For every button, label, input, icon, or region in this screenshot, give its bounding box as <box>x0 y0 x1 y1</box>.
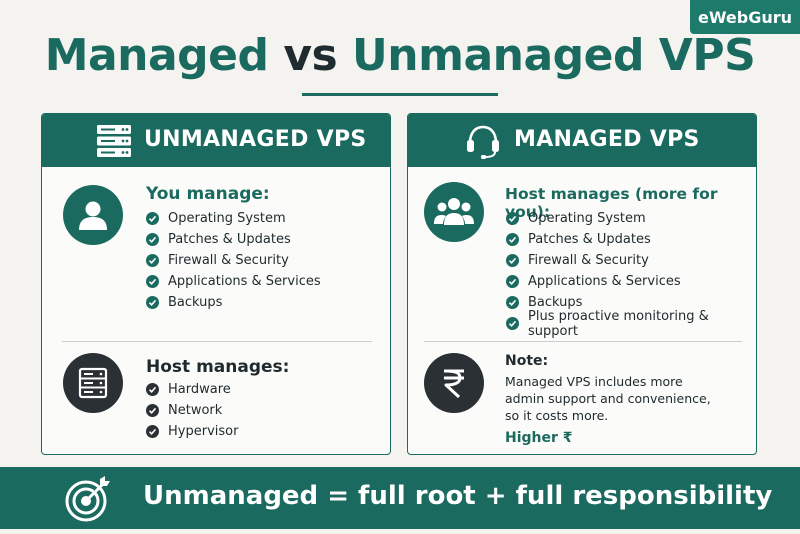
host-manages-list: Hardware Network Hypervisor <box>146 379 238 442</box>
headset-icon <box>464 122 502 166</box>
list-item-label: Applications & Services <box>528 274 681 289</box>
check-icon <box>146 212 159 225</box>
bottom-banner: Unmanaged = full root + full responsibil… <box>0 467 800 529</box>
unmanaged-panel-header: UNMANAGED VPS <box>42 114 390 167</box>
check-icon <box>506 212 519 225</box>
list-item-label: Patches & Updates <box>168 232 291 247</box>
list-item-label: Backups <box>168 295 223 310</box>
list-item: Operating System <box>506 208 756 229</box>
user-icon <box>63 185 123 245</box>
list-item: Firewall & Security <box>146 250 321 271</box>
title-managed: Managed <box>44 30 269 81</box>
brand-badge: eWebGuru <box>690 0 800 34</box>
you-manage-heading: You manage: <box>146 184 270 204</box>
check-icon <box>506 275 519 288</box>
list-item: Applications & Services <box>506 271 756 292</box>
note-text: Managed VPS includes more admin support … <box>505 373 715 424</box>
check-icon <box>146 296 159 309</box>
note-line: Managed VPS includes more <box>505 374 683 389</box>
list-item: Firewall & Security <box>506 250 756 271</box>
unmanaged-panel: UNMANAGED VPS You manage: Operating Syst… <box>41 113 391 455</box>
divider <box>62 341 372 342</box>
list-item-label: Firewall & Security <box>168 253 289 268</box>
check-icon <box>506 233 519 246</box>
check-icon <box>506 296 519 309</box>
check-icon <box>146 404 159 417</box>
list-item-label: Hardware <box>168 382 231 397</box>
list-item: Backups <box>146 292 321 313</box>
list-item: Applications & Services <box>146 271 321 292</box>
list-item-label: Patches & Updates <box>528 232 651 247</box>
check-icon <box>146 425 159 438</box>
title-vs: vs <box>283 30 338 81</box>
server-rack-icon <box>96 123 132 165</box>
list-item-label: Applications & Services <box>168 274 321 289</box>
server-icon <box>63 353 123 413</box>
main-title: Managed vs Unmanaged VPS <box>0 30 800 81</box>
unmanaged-panel-title: UNMANAGED VPS <box>144 127 367 152</box>
list-item-label: Plus proactive monitoring & support <box>528 308 709 339</box>
list-item-label: Operating System <box>528 211 646 226</box>
list-item: Patches & Updates <box>146 229 321 250</box>
check-icon <box>506 254 519 267</box>
check-icon <box>506 317 519 330</box>
check-icon <box>146 233 159 246</box>
list-item-label: Backups <box>528 295 583 310</box>
note-line: admin support and convenience, <box>505 391 711 406</box>
list-item-label: Firewall & Security <box>528 253 649 268</box>
title-underline <box>302 93 498 96</box>
list-item: Operating System <box>146 208 321 229</box>
host-manages-more-list: Operating System Patches & Updates Firew… <box>506 208 756 339</box>
managed-panel-header: MANAGED VPS <box>408 114 756 167</box>
list-item-label: Network <box>168 403 223 418</box>
check-icon <box>146 254 159 267</box>
title-unmanaged: Unmanaged VPS <box>352 30 756 81</box>
list-item: Hypervisor <box>146 421 238 442</box>
check-icon <box>146 383 159 396</box>
list-item-label: Hypervisor <box>168 424 239 439</box>
note-line: so it costs more. <box>505 408 609 423</box>
rupee-icon <box>424 353 484 413</box>
host-manages-heading: Host manages: <box>146 357 290 377</box>
target-icon <box>64 475 112 527</box>
group-icon <box>424 182 484 242</box>
list-item: Backups <box>506 292 756 313</box>
banner-text: Unmanaged = full root + full responsibil… <box>143 481 773 511</box>
note-heading: Note: <box>505 353 549 369</box>
higher-cost-label: Higher ₹ <box>505 430 573 446</box>
list-item: Patches & Updates <box>506 229 756 250</box>
list-item-label: Operating System <box>168 211 286 226</box>
list-item: Plus proactive monitoring & support <box>506 309 756 339</box>
list-item: Hardware <box>146 379 238 400</box>
you-manage-list: Operating System Patches & Updates Firew… <box>146 208 321 313</box>
managed-panel: MANAGED VPS Host manages (more for you):… <box>407 113 757 455</box>
check-icon <box>146 275 159 288</box>
managed-panel-title: MANAGED VPS <box>514 127 700 152</box>
list-item: Network <box>146 400 238 421</box>
divider <box>424 341 742 342</box>
